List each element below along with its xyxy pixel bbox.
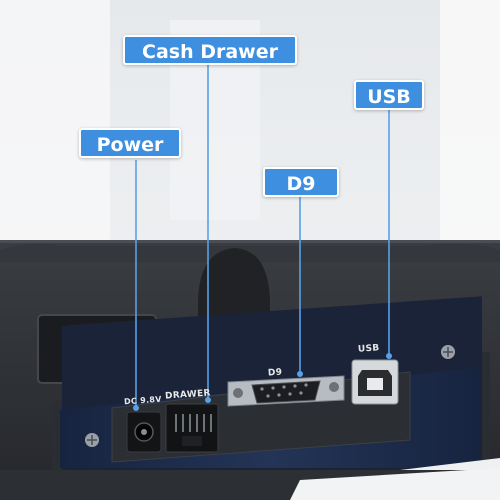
screw-right — [441, 345, 455, 359]
d9-port-socket — [251, 380, 321, 404]
leader-dots — [133, 353, 392, 411]
d9-screw-right — [329, 382, 339, 392]
d9-port-pins — [260, 383, 308, 398]
usb-callout: USB — [354, 80, 424, 110]
usb-port-label: USB — [357, 343, 380, 355]
d9-callout: D9 — [263, 167, 339, 197]
cash-drawer-callout: Cash Drawer — [123, 35, 297, 65]
body-recess — [198, 248, 270, 330]
window-blur-1 — [0, 0, 110, 240]
drawer-port-latch — [182, 436, 202, 446]
paper-roll — [290, 468, 500, 500]
leader-lines — [135, 64, 390, 406]
d9-screw-left — [233, 388, 243, 398]
usb-b-port-tongue — [367, 378, 383, 390]
body-highlight — [0, 240, 500, 243]
d9-port-label: D9 — [267, 367, 283, 379]
window-blur-3 — [440, 0, 500, 260]
power-callout: Power — [79, 128, 181, 158]
screw-left — [85, 433, 99, 447]
drawer-port-contacts — [175, 414, 212, 432]
dc-jack-pin — [141, 429, 147, 435]
